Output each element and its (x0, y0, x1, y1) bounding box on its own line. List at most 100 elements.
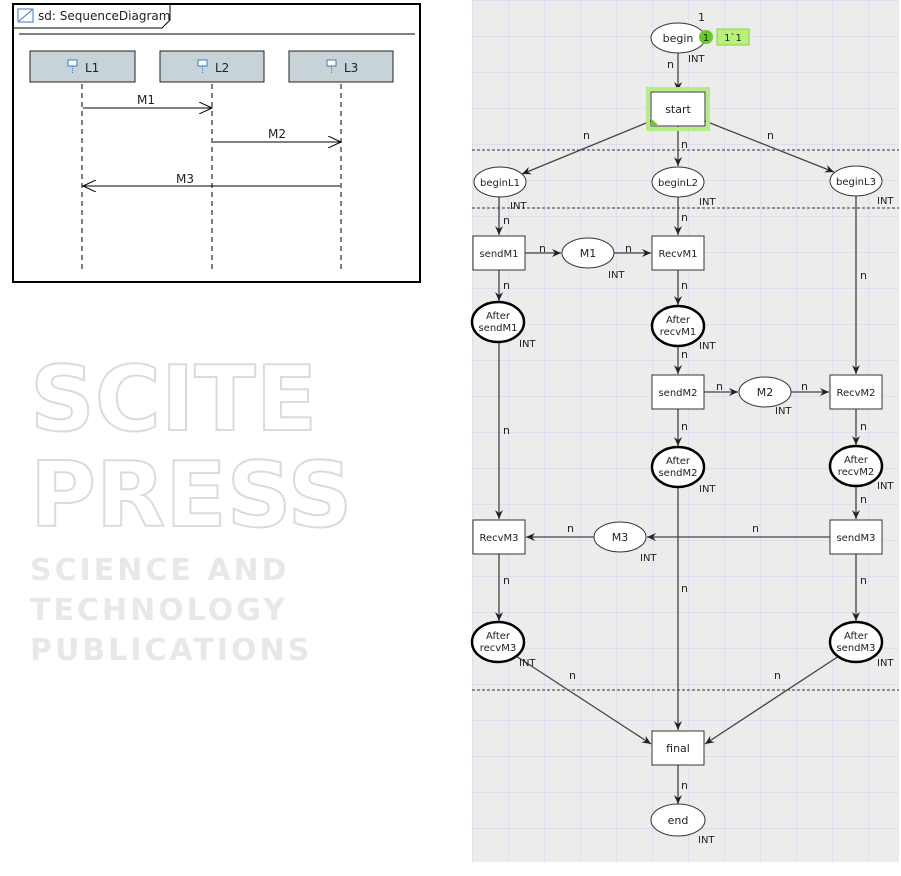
message-M3[interactable]: M3 (83, 172, 340, 186)
arc-inscription[interactable]: n (681, 420, 688, 433)
arc-inscription[interactable]: n (583, 129, 590, 142)
transition-name: sendM2 (658, 388, 697, 399)
arc-inscription[interactable]: n (860, 493, 867, 506)
arc-inscription[interactable]: n (667, 58, 674, 71)
arc-inscription[interactable]: n (681, 582, 688, 595)
place-begin[interactable]: begin 1 INT 1 1`1 (650, 11, 750, 65)
place-beginL1[interactable]: beginL1 INT (473, 166, 527, 212)
colour-set: INT (775, 406, 792, 417)
place-name: sendM3 (836, 643, 875, 654)
message-M2[interactable]: M2 (213, 127, 341, 142)
diagram-icon (17, 8, 34, 23)
place-name: begin (663, 32, 694, 45)
arc-inscription[interactable]: n (767, 129, 774, 142)
arc-inscription[interactable]: n (774, 669, 781, 682)
place-name: recvM1 (660, 327, 696, 338)
arc-inscription[interactable]: n (681, 348, 688, 361)
arc-inscription[interactable]: n (801, 380, 808, 393)
place-beginL2[interactable]: beginL2 INT (651, 166, 716, 208)
arc-inscription[interactable]: n (681, 779, 688, 792)
arc-inscription[interactable]: n (681, 211, 688, 224)
place-beginL3[interactable]: beginL3 INT (829, 165, 894, 207)
arcs (495, 53, 860, 804)
place-after-sendM1[interactable]: After sendM1 INT (470, 300, 536, 350)
transition-start[interactable]: start (646, 87, 710, 131)
arc-inscription[interactable]: n (860, 269, 867, 282)
arc (515, 655, 652, 745)
place-name: After (666, 315, 691, 326)
place-name: M2 (757, 386, 774, 399)
transition-name: start (665, 103, 691, 116)
colour-set: INT (519, 339, 536, 350)
place-name: recvM3 (480, 643, 516, 654)
token-count-badge (699, 30, 713, 44)
place-name: After (486, 631, 511, 642)
place-name: M1 (580, 247, 597, 260)
lifeline-L3[interactable]: L3 (288, 50, 394, 270)
arc-inscriptions: n n n n n n n n n n n n n n n n n n n n … (503, 58, 867, 792)
place-name: After (486, 311, 511, 322)
transition-RecvM3[interactable]: RecvM3 (472, 519, 526, 555)
place-after-recvM2[interactable]: After recvM2 INT (828, 444, 894, 492)
arc-inscription[interactable]: n (860, 574, 867, 587)
message-label: M1 (137, 93, 155, 107)
arc-inscription[interactable]: n (539, 242, 546, 255)
lifeline-icon (67, 59, 78, 74)
place-M3[interactable]: M3 INT (593, 521, 657, 564)
transition-RecvM1[interactable]: RecvM1 (651, 235, 705, 271)
transition-sendM1[interactable]: sendM1 (472, 235, 526, 271)
place-after-recvM3[interactable]: After recvM3 INT (470, 620, 536, 669)
place-name: recvM2 (838, 467, 874, 478)
message-label: M3 (176, 172, 194, 186)
arc-inscription[interactable]: n (681, 279, 688, 292)
lifeline-label: L3 (344, 61, 358, 75)
colour-set: INT (699, 484, 716, 495)
arc-inscription[interactable]: n (716, 380, 723, 393)
transition-name: RecvM2 (836, 388, 875, 399)
place-M2[interactable]: M2 INT (738, 376, 792, 417)
token-count: 1 (703, 33, 709, 44)
arc-inscription[interactable]: n (569, 669, 576, 682)
arc-inscription[interactable]: n (625, 242, 632, 255)
enabled-highlight (646, 87, 710, 131)
transition-final[interactable]: final (651, 730, 705, 766)
arc-inscription[interactable]: n (860, 420, 867, 433)
place-name: beginL3 (836, 177, 876, 188)
arc (704, 655, 840, 745)
place-end[interactable]: end INT (650, 803, 715, 846)
place-after-recvM1[interactable]: After recvM1 INT (650, 304, 716, 352)
arc-inscription[interactable]: n (503, 279, 510, 292)
place-name: end (668, 814, 689, 827)
message-M1[interactable]: M1 (83, 93, 212, 108)
lifeline-label: L1 (85, 61, 99, 75)
lifeline-head (159, 50, 265, 83)
petri-net: n n n n n n n n n n n n n n n n n n n n … (470, 0, 899, 862)
arc-inscription[interactable]: n (567, 522, 574, 535)
place-M1[interactable]: M1 INT (561, 237, 625, 281)
arc-inscription[interactable]: n (503, 214, 510, 227)
arc-inscription[interactable]: n (752, 522, 759, 535)
transition-sendM3[interactable]: sendM3 (829, 519, 883, 555)
transition-sendM2[interactable]: sendM2 (651, 374, 705, 410)
lifeline-label: L2 (215, 61, 229, 75)
watermark-line: SCIENCE AND (30, 553, 290, 588)
sd-frame (12, 3, 421, 283)
lifeline-head (29, 50, 136, 83)
colour-set: INT (698, 835, 715, 846)
lifeline-icon (197, 59, 208, 74)
lifeline-L2[interactable]: L2 (159, 50, 265, 270)
net-canvas (472, 0, 899, 862)
place-after-sendM2[interactable]: After sendM2 INT (650, 445, 716, 495)
message-label: M2 (268, 127, 286, 141)
watermark-line: SCITE (30, 347, 317, 452)
arc-inscription[interactable]: n (681, 138, 688, 151)
sequence-diagram: sd: SequenceDiagram L1 L2 L3 M1 M2 (12, 3, 421, 283)
place-after-sendM3[interactable]: After sendM3 INT (828, 620, 894, 669)
arc-inscription[interactable]: n (503, 424, 510, 437)
arc-inscription[interactable]: n (503, 574, 510, 587)
lifeline-L1[interactable]: L1 (29, 50, 136, 270)
transition-RecvM2[interactable]: RecvM2 (829, 374, 883, 410)
